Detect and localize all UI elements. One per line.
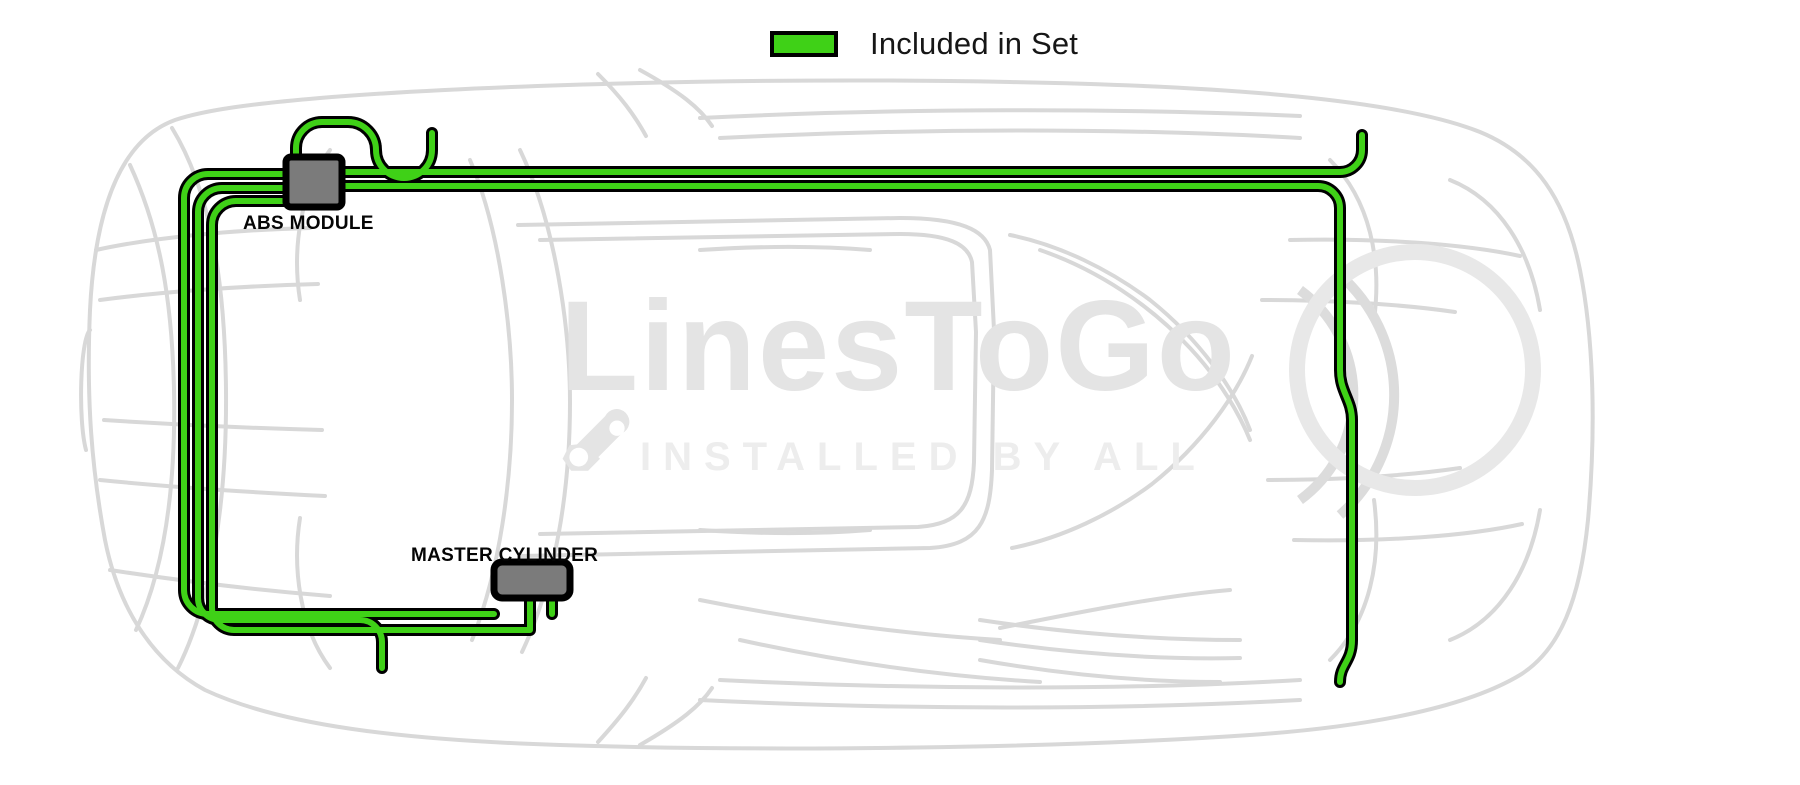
wheel-shading <box>1297 271 1400 519</box>
car-top-view-outline <box>79 68 1595 751</box>
abs-module-body[interactable] <box>282 153 346 211</box>
abs-module-label: ABS MODULE <box>243 213 374 234</box>
legend-label: Included in Set <box>870 26 1079 61</box>
watermark-ring <box>1289 244 1541 496</box>
brake-lines-green <box>181 119 1365 685</box>
watermark-tagline: INSTALLED BY ALL <box>640 435 1207 479</box>
watermark: LinesToGo INSTALLED BY ALL <box>560 244 1541 496</box>
green-line-swatch-icon <box>770 31 838 57</box>
wrench-icon <box>562 409 630 471</box>
legend: Included in Set <box>770 26 1078 62</box>
component-abs-module[interactable] <box>282 153 346 211</box>
master-cylinder-body[interactable] <box>490 558 574 602</box>
master-cylinder-label: MASTER CYLINDER <box>411 545 599 566</box>
watermark-brand: LinesToGo <box>560 275 1237 418</box>
component-master-cylinder[interactable] <box>490 558 574 602</box>
